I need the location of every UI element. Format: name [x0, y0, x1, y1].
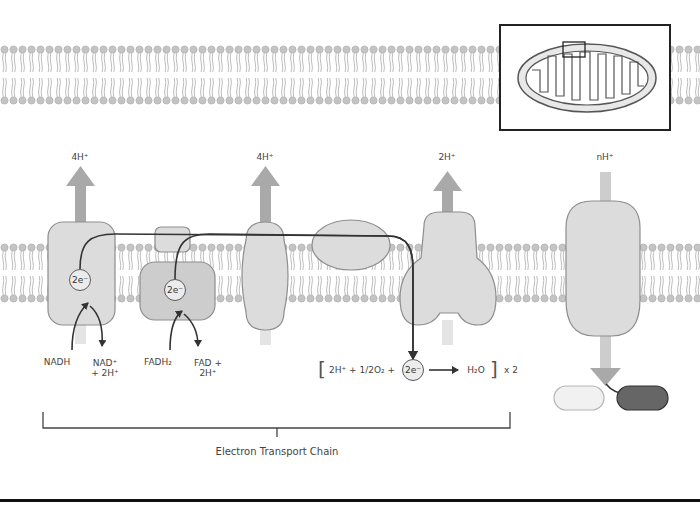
electron-circle: 2e⁻ — [69, 269, 91, 291]
annotation-label: H₂O — [467, 365, 484, 375]
annotation-label: 4H⁺ — [256, 152, 273, 162]
atp-products — [554, 386, 668, 410]
annotation-label: nH⁺ — [596, 152, 613, 162]
outer-membrane — [0, 45, 700, 105]
electron-circle: 2e⁻ — [402, 359, 424, 381]
complex-two — [140, 227, 215, 320]
electron-path — [175, 234, 413, 359]
mitochondrion-inset — [500, 25, 670, 130]
bottom-rule — [0, 499, 700, 502]
complex-four — [400, 212, 496, 325]
proton-arrows — [66, 166, 621, 386]
annotation-label: 2H⁺ + 1/2O₂ + — [329, 365, 395, 375]
electron-label: 2e⁻ — [72, 276, 88, 285]
electron-label: 2e⁻ — [405, 366, 421, 375]
electron-circle: 2e⁻ — [164, 279, 186, 301]
annotation-label: ] — [490, 358, 498, 381]
annotation-label: FADH₂ — [144, 357, 172, 367]
annotation-label: NADH — [44, 357, 71, 367]
annotation-label: 2H⁺ — [438, 152, 455, 162]
complex-three — [242, 222, 288, 330]
annotation-label: NAD⁺ + 2H⁺ — [91, 358, 119, 379]
electron-label: 2e⁻ — [167, 286, 183, 295]
annotation-label: Electron Transport Chain — [216, 446, 339, 458]
atp-synthase — [566, 201, 640, 336]
cytochrome-c — [312, 220, 390, 270]
annotation-label: FAD + 2H⁺ — [194, 358, 222, 379]
electron-path — [80, 234, 413, 359]
chain-bracket — [43, 412, 510, 437]
annotation-label: 4H⁺ — [71, 152, 88, 162]
annotation-label: x 2 — [504, 365, 518, 375]
annotation-label: [ — [318, 358, 326, 381]
redox-arrows — [72, 303, 628, 394]
